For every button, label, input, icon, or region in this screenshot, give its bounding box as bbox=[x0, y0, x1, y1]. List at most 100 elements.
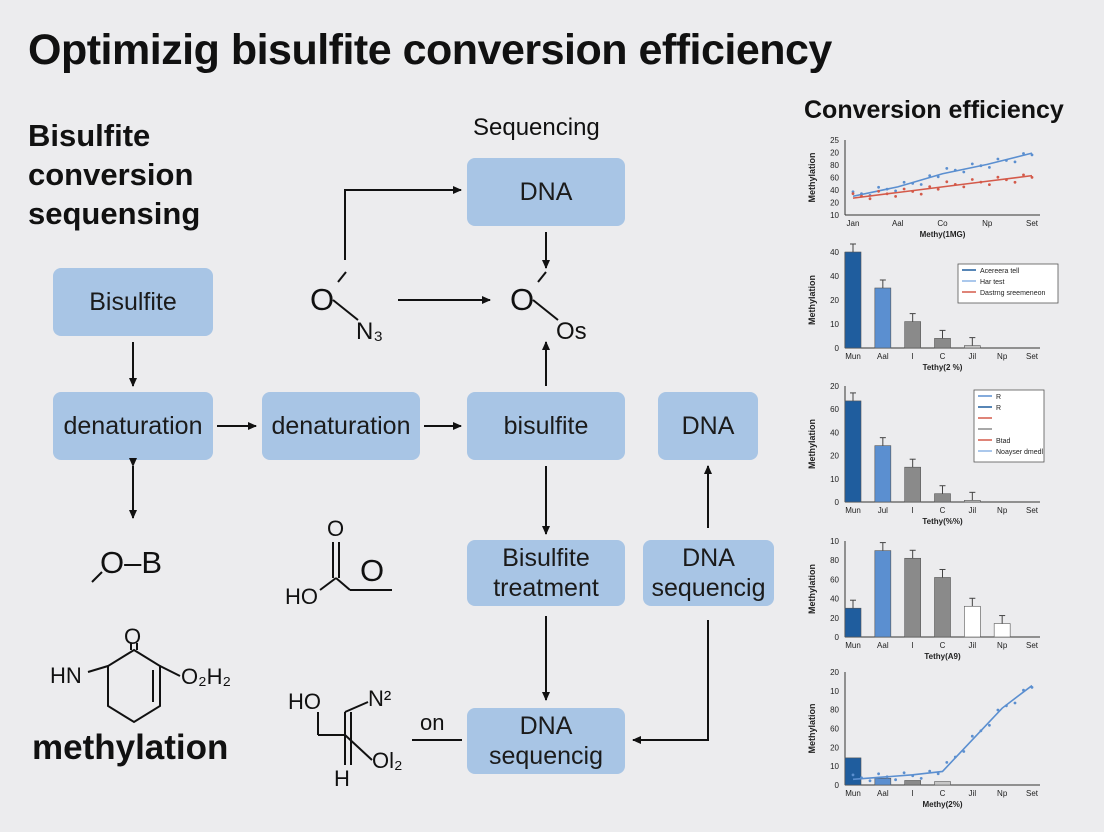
chart-0-ytick: 80 bbox=[830, 161, 839, 170]
chart-0-xtick: Aal bbox=[892, 219, 904, 228]
chart-4-point bbox=[970, 734, 974, 738]
chart-0-xtick: Np bbox=[982, 219, 993, 228]
chart-0-point bbox=[919, 192, 923, 196]
bisulfite-treatment-line-1: Bisulfite bbox=[502, 544, 590, 572]
chart-0-xlabel: Methy(1MG) bbox=[920, 230, 966, 239]
chart-3-ytick: 20 bbox=[830, 614, 839, 623]
chart-3-bar bbox=[934, 577, 951, 638]
chart-2-ytick: 0 bbox=[835, 498, 840, 507]
chart-2-xtick: C bbox=[940, 506, 946, 515]
chart-3-xtick: Set bbox=[1026, 641, 1039, 650]
chem-bottom-ho: HO bbox=[288, 689, 321, 714]
chart-4-point bbox=[868, 779, 872, 783]
bisulfite-treatment-box[interactable]: Bisulfite treatment bbox=[467, 540, 625, 606]
chart-0-point bbox=[953, 168, 957, 172]
chart-0-point bbox=[877, 189, 880, 193]
chart-4-point bbox=[928, 769, 932, 773]
denaturation-box-2[interactable]: denaturation bbox=[262, 392, 420, 460]
chart-0-point bbox=[1030, 176, 1034, 179]
chart-1-ytick: 10 bbox=[830, 320, 839, 329]
chart-3-xtick: Np bbox=[997, 641, 1008, 650]
chart-1-bar bbox=[934, 338, 951, 349]
chart-4-xtick: Aal bbox=[877, 789, 889, 798]
chart-0-ytick: 20 bbox=[830, 149, 839, 158]
chart-4-bar bbox=[934, 781, 951, 786]
chart-3-ytick: 80 bbox=[830, 556, 839, 565]
chem-acid-ho: HO bbox=[285, 584, 318, 609]
chart-4-point bbox=[936, 772, 940, 776]
chart-0-point bbox=[894, 195, 897, 198]
chart-0-point bbox=[1013, 180, 1017, 184]
chart-4-point bbox=[919, 777, 923, 780]
chart-0-point bbox=[1022, 173, 1025, 177]
dna-sequencing-box-right[interactable]: DNA sequencig bbox=[643, 540, 774, 606]
chart-2-legend-label: Noayser dmedl bbox=[996, 449, 1044, 456]
chart-0-ytick: 20 bbox=[830, 199, 839, 208]
side-heading-line-3: sequensing bbox=[28, 196, 201, 231]
chart-0-xtick: Jan bbox=[847, 219, 860, 228]
chart-0-point bbox=[962, 185, 966, 189]
chart-4-point bbox=[1030, 686, 1034, 689]
chart-4-series-0 bbox=[852, 684, 1033, 781]
chart-2-xtick: Np bbox=[997, 506, 1008, 515]
chart-4-xtick: Jil bbox=[969, 789, 977, 798]
chem-os-s: Os bbox=[556, 318, 587, 345]
chart-1-bar bbox=[874, 287, 892, 349]
chart-0-point bbox=[1005, 178, 1008, 182]
chart-4-point bbox=[902, 771, 906, 775]
chart-2-legend bbox=[973, 389, 1045, 463]
chart-0-point bbox=[902, 187, 906, 191]
chart-2-bar bbox=[874, 445, 892, 503]
chart-0-point bbox=[1013, 160, 1017, 164]
dna-sequencing-box-bottom[interactable]: DNA sequencig bbox=[467, 708, 625, 774]
chart-2-legend-label: R bbox=[996, 394, 1001, 401]
chart-4-point bbox=[885, 775, 889, 779]
dna-box-right[interactable]: DNA bbox=[658, 392, 758, 460]
chart-1-bar bbox=[964, 345, 981, 349]
chart-3-bar bbox=[844, 607, 862, 638]
chart-2-xtick: Jil bbox=[969, 506, 977, 515]
bisulfite-step-box[interactable]: bisulfite bbox=[467, 392, 625, 460]
chart-4-point bbox=[894, 778, 897, 782]
dna-box-top[interactable]: DNA bbox=[467, 158, 625, 226]
chart-1-xtick: Np bbox=[997, 352, 1008, 361]
chart-0-ytick: 25 bbox=[830, 136, 839, 145]
chart-0-ytick: 60 bbox=[830, 174, 839, 183]
bisulfite-box[interactable]: Bisulfite bbox=[53, 268, 213, 336]
chart-4-xlabel: Methy(2%) bbox=[922, 800, 962, 809]
chart-4-xtick: I bbox=[912, 789, 914, 798]
chart-2-bar bbox=[844, 400, 862, 503]
chart-0-point bbox=[860, 194, 863, 198]
chart-2-xtick: I bbox=[912, 506, 914, 515]
chart-2-bar bbox=[904, 466, 921, 503]
chart-2-bar bbox=[964, 500, 981, 503]
chart-0-point bbox=[894, 189, 897, 193]
chart-2-xtick: Mun bbox=[845, 506, 861, 515]
chart-4-ytick: 20 bbox=[830, 743, 839, 752]
chart-4-ytick: 60 bbox=[830, 725, 839, 734]
sequencing-label: Sequencing bbox=[473, 114, 600, 141]
chart-3-xtick: Mun bbox=[845, 641, 861, 650]
chart-0-point bbox=[970, 178, 974, 181]
on-label: on bbox=[420, 710, 445, 735]
chart-0-point bbox=[860, 192, 863, 196]
arrow-on3-to-dna bbox=[344, 186, 462, 260]
chart-4-point bbox=[1005, 704, 1008, 708]
chart-1-ytick: 40 bbox=[830, 248, 839, 257]
chart-1-ytick: 40 bbox=[830, 272, 839, 281]
chart-1-xtick: I bbox=[912, 352, 914, 361]
chem-on3-o: O bbox=[310, 282, 335, 317]
chart-0-point bbox=[979, 164, 983, 168]
chart-1-legend-label: Dastrng sreemeneon bbox=[980, 290, 1045, 297]
chem-ob: O–B bbox=[100, 545, 163, 580]
chart-1-ytick: 0 bbox=[835, 344, 840, 353]
chart-3-ytick: 40 bbox=[830, 595, 839, 604]
denaturation-box-1[interactable]: denaturation bbox=[53, 392, 213, 460]
chart-2-ylabel: Methylation bbox=[807, 419, 817, 469]
chart-0-xtick: Co bbox=[937, 219, 948, 228]
chart-3-xtick: I bbox=[912, 641, 914, 650]
chart-4-point bbox=[996, 708, 1000, 712]
chart-0-point bbox=[936, 187, 940, 191]
chart-0-point bbox=[902, 180, 906, 184]
chart-0-series-0 bbox=[852, 152, 1033, 198]
